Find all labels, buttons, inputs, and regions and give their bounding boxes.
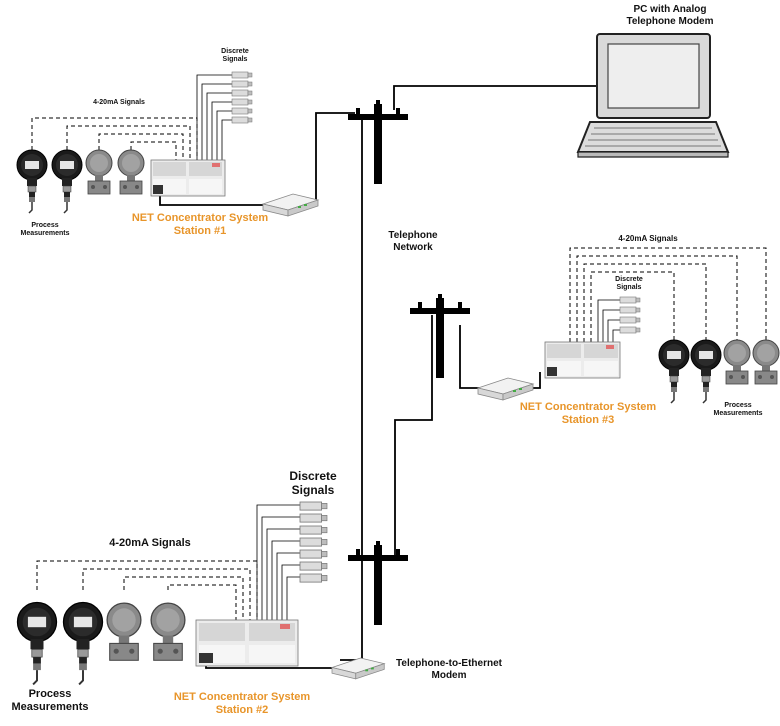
station3-group [477, 247, 780, 404]
network-label-line2: Network [393, 241, 433, 253]
station1-station-line: Station #1 [173, 224, 227, 237]
telephone-pole-1 [348, 100, 408, 184]
pc-line [393, 85, 597, 110]
station3-analog-label: 4-20mA Signals [618, 234, 678, 243]
station3-sensor-gray-1 [723, 339, 751, 385]
station2-title: NET Concentrator System Station #2 [152, 691, 332, 716]
station3-concentrator [544, 341, 621, 379]
ethernet-modem-label-line1: Telephone-to-Ethernet [396, 658, 502, 669]
station2-process-label: Process Measurements [0, 688, 100, 713]
station1-sensor-black-1 [16, 149, 48, 214]
ethernet-modem-label: Telephone-to-Ethernet Modem [374, 658, 524, 681]
station2-station-line: Station #2 [215, 703, 269, 716]
network-label-line1: Telephone [388, 230, 438, 241]
station2-process-line2: Measurements [11, 700, 89, 713]
station2-discrete-line1: Discrete [289, 469, 337, 483]
station2-discrete-line2: Signals [291, 482, 335, 497]
station1-process-label: Process Measurements [10, 222, 80, 238]
station1-title-line: NET Concentrator System [131, 212, 269, 224]
pc-label: PC with Analog Telephone Modem [608, 4, 732, 27]
station3-process-line1: Process [724, 402, 752, 409]
station3-modem-icon [477, 377, 534, 401]
station1-title: NET Concentrator System Station #1 [110, 212, 290, 237]
station1-process-line1: Process [31, 222, 59, 229]
station3-discrete-label: Discrete Signals [604, 276, 654, 292]
station1-group [16, 71, 319, 217]
station2-sensor-gray-2 [150, 602, 186, 661]
station3-sensor-gray-2 [752, 339, 780, 385]
station1-cable [159, 196, 263, 206]
ethernet-modem-label-line2: Modem [431, 669, 467, 681]
pole-link-line [394, 315, 433, 558]
station3-process-label: Process Measurements [703, 402, 773, 418]
telephone-pole-2 [348, 541, 408, 625]
station1-sensor-black-2 [51, 149, 83, 214]
station1-discrete-label: Discrete Signals [211, 48, 259, 64]
station1-modem-line [302, 112, 355, 206]
station3-station-line: Station #3 [561, 413, 615, 426]
station3-modem-line [459, 325, 480, 389]
station2-concentrator [195, 619, 299, 667]
station2-relays [299, 501, 328, 583]
station1-process-line2: Measurements [20, 230, 70, 238]
telephone-pole-3 [410, 294, 470, 378]
station3-sensor-black-1 [658, 339, 690, 404]
station3-process-line2: Measurements [713, 410, 763, 418]
station3-title: NET Concentrator System Station #3 [498, 401, 678, 426]
station2-sensor-gray-1 [106, 602, 142, 661]
pc-label-line1: PC with Analog [633, 4, 707, 15]
laptop-pc-icon [576, 33, 730, 158]
pc-label-line2: Telephone Modem [626, 15, 714, 27]
station1-sensor-gray-2 [117, 149, 145, 195]
main-network-line [340, 120, 363, 661]
station3-title-line: NET Concentrator System [519, 401, 657, 413]
station2-sensor-black-1 [16, 601, 58, 686]
network-label: Telephone Network [368, 230, 458, 253]
station2-title-line: NET Concentrator System [173, 691, 311, 703]
station1-relays [231, 71, 253, 124]
station3-discrete-line1: Discrete [615, 276, 643, 283]
station2-discrete-label: Discrete Signals [277, 469, 349, 498]
station3-discrete-line2: Signals [616, 284, 642, 292]
station1-discrete-line2: Signals [222, 56, 248, 64]
station3-sensor-black-2 [690, 339, 722, 404]
station2-group [16, 501, 385, 686]
station1-analog-label: 4-20mA Signals [93, 99, 145, 106]
station1-discrete-line1: Discrete [221, 48, 249, 55]
station1-concentrator [150, 159, 226, 197]
station1-sensor-gray-1 [85, 149, 113, 195]
station2-process-line1: Process [28, 688, 72, 700]
station2-analog-label: 4-20mA Signals [109, 537, 191, 549]
station2-sensor-black-2 [62, 601, 104, 686]
station3-relays [619, 296, 641, 334]
